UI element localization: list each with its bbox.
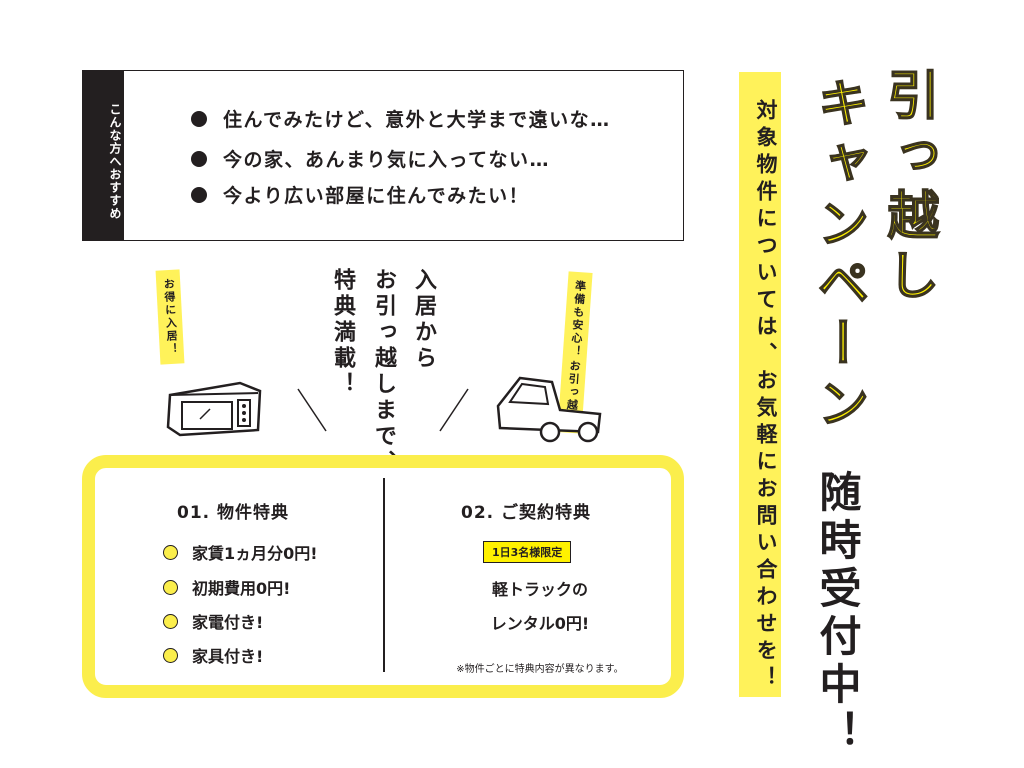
benefit-text: 家電付き! [192, 613, 264, 632]
bullet-icon [191, 110, 207, 127]
title-line1: 引っ越し [877, 67, 939, 309]
recommend-text: 今の家、あんまり気に入ってない… [223, 149, 551, 171]
center-line1: 入居から [411, 268, 436, 372]
center-line2: お引っ越しまで、 [371, 268, 396, 476]
benefits-note: ※物件ごとに特典内容が異なります。 [456, 664, 624, 675]
sticker-text: 準備も安心！ [568, 279, 588, 359]
divider-lines [297, 388, 469, 432]
inquiry-strip: 対象物件については、お気軽にお問い合わせを！ [739, 72, 781, 697]
benefit-item: 家具付き! [163, 643, 263, 667]
contract-line2: レンタル0円! [490, 614, 590, 633]
recommend-item: 住んでみたけど、意外と大学まで遠いな… [191, 105, 611, 132]
benefit-text: 初期費用0円! [192, 579, 291, 598]
microwave-icon [166, 381, 262, 437]
benefit-item: 初期費用0円! [163, 575, 290, 599]
bullet-icon [191, 186, 207, 203]
recommend-item: 今より広い部屋に住んでみたい！ [191, 181, 529, 208]
limited-badge: 1日3名様限定 [483, 541, 572, 563]
benefit-item: 家電付き! [163, 609, 263, 633]
column-divider [383, 478, 385, 672]
bullet-icon [191, 150, 207, 167]
center-line3: 特典満載！ [330, 268, 355, 398]
benefits-box: 01. 物件特典 家賃1ヵ月分0円! 初期費用0円! 家電付き! 家具付き! 0… [82, 455, 684, 698]
bullet-icon [163, 613, 178, 629]
recommend-label: こんな方へおすすめ [83, 71, 124, 240]
sticker-left: お得に入居！ [155, 269, 185, 365]
recommend-text: 今より広い部屋に住んでみたい！ [223, 185, 530, 207]
property-benefits-title: 01. 物件特典 [177, 503, 290, 523]
bullet-icon [163, 579, 178, 595]
bullet-icon [163, 544, 178, 560]
recommend-text: 住んでみたけど、意外と大学まで遠いな… [223, 109, 611, 131]
truck-icon [496, 376, 602, 443]
contract-line1: 軽トラックの [491, 580, 588, 599]
recommend-item: 今の家、あんまり気に入ってない… [191, 145, 550, 172]
contract-benefits-title: 02. ご契約特典 [461, 503, 592, 523]
bullet-icon [163, 647, 178, 663]
title-line2: キャンペーン [807, 75, 869, 437]
benefit-item: 家賃1ヵ月分0円! [163, 540, 318, 564]
title-sub: 随時受付中！ [813, 470, 862, 758]
benefit-text: 家賃1ヵ月分0円! [192, 544, 318, 563]
recommend-box: こんな方へおすすめ 住んでみたけど、意外と大学まで遠いな… 今の家、あんまり気に… [82, 70, 684, 241]
benefit-text: 家具付き! [192, 647, 264, 666]
